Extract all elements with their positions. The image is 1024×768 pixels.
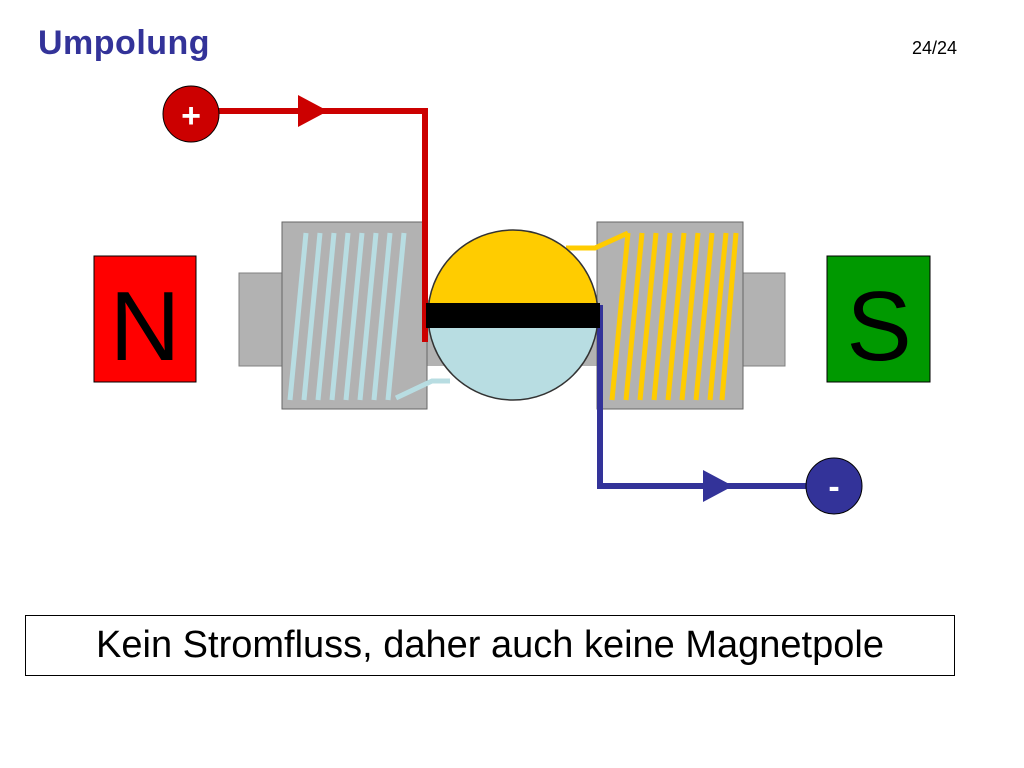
negative-wire-arrow (703, 470, 733, 502)
iron-shaft-right (741, 272, 786, 367)
rotor-top-half (428, 230, 598, 315)
coil-windings-left (287, 232, 450, 401)
negative-terminal-label: - (828, 468, 839, 506)
page-number: 24/24 (912, 38, 958, 58)
caption-box: Kein Stromfluss, daher auch keine Magnet… (25, 615, 955, 676)
caption-text: Kein Stromfluss, daher auch keine Magnet… (96, 624, 884, 666)
south-pole (826, 255, 931, 383)
north-pole-label: N (110, 271, 181, 381)
rotor (426, 229, 600, 401)
positive-wire-arrow (298, 95, 328, 127)
positive-terminal (162, 85, 220, 143)
coil-windings-right (566, 230, 739, 401)
south-pole-label: S (846, 271, 911, 381)
slide-title: Umpolung (38, 24, 211, 62)
positive-wire (214, 108, 428, 342)
iron-shaft-left (238, 272, 286, 367)
negative-wire (597, 305, 810, 489)
positive-terminal-label: + (181, 97, 201, 135)
north-pole (93, 255, 197, 383)
negative-terminal (805, 457, 863, 515)
rotor-divider (426, 303, 600, 328)
